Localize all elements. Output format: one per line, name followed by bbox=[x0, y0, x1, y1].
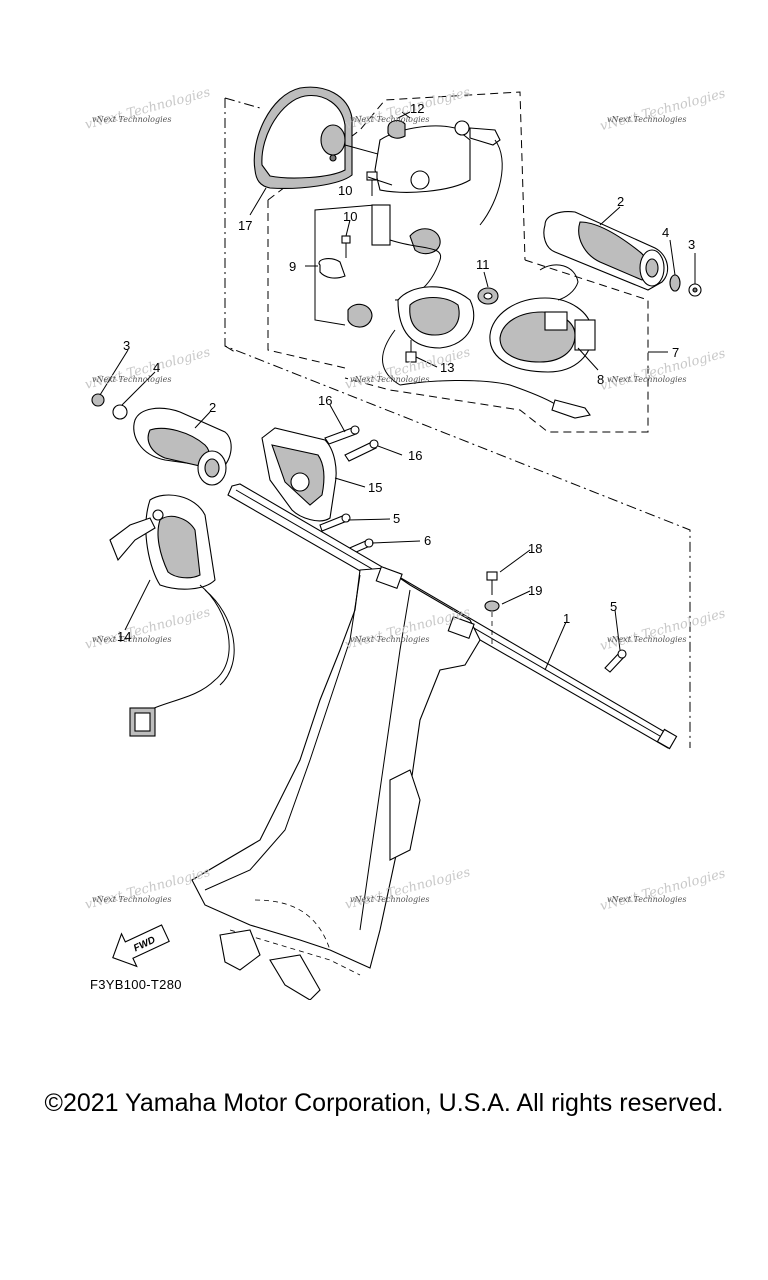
watermark-2: vNext Technologies bbox=[350, 115, 429, 124]
watermark-4: vNext Technologies bbox=[92, 375, 171, 384]
watermark-10: vNext Technologies bbox=[92, 895, 171, 904]
callout-16-lower: 16 bbox=[408, 448, 422, 463]
callout-1: 1 bbox=[563, 611, 570, 626]
bolt-washer-18-19 bbox=[484, 571, 500, 648]
svg-text:vNext Technologies: vNext Technologies bbox=[83, 605, 212, 653]
callout-9: 9 bbox=[289, 259, 296, 274]
callout-3-left: 3 bbox=[123, 338, 130, 353]
svg-text:vNext Technologies: vNext Technologies bbox=[343, 85, 472, 133]
watermark-11: vNext Technologies bbox=[350, 895, 429, 904]
switch-housing-top bbox=[374, 111, 471, 193]
callout-13: 13 bbox=[440, 360, 454, 375]
callout-2-right: 2 bbox=[617, 194, 624, 209]
callout-15: 15 bbox=[368, 480, 382, 495]
callout-4-right: 4 bbox=[662, 225, 669, 240]
grip-left-part-2 bbox=[91, 393, 232, 486]
steering-column bbox=[191, 566, 481, 1000]
callout-5-left: 5 bbox=[393, 511, 400, 526]
switch-assy-part-8 bbox=[489, 264, 596, 373]
cover-part-17 bbox=[249, 86, 401, 216]
callout-6: 6 bbox=[424, 533, 431, 548]
callout-8: 8 bbox=[597, 372, 604, 387]
watermark-12: vNext Technologies bbox=[607, 895, 686, 904]
callout-5-right: 5 bbox=[610, 599, 617, 614]
switch-bracket-part-9 bbox=[314, 204, 442, 328]
washer-bolt-right bbox=[669, 274, 702, 297]
watermark-8: vNext Technologies bbox=[350, 635, 429, 644]
callout-16-top: 16 bbox=[318, 393, 332, 408]
assembly-outline bbox=[224, 91, 691, 748]
svg-text:vNext Technologies: vNext Technologies bbox=[83, 345, 212, 393]
callout-labels: 12 2 3 4 10 10 17 9 11 7 13 8 3 4 2 16 1… bbox=[117, 101, 695, 644]
svg-text:vNext Technologies: vNext Technologies bbox=[83, 865, 212, 913]
callout-4-left: 4 bbox=[153, 360, 160, 375]
leader-lines bbox=[99, 111, 696, 671]
grommet-part-11 bbox=[477, 287, 499, 305]
lanyard-key bbox=[454, 120, 503, 226]
watermark-1: vNext Technologies bbox=[92, 115, 171, 124]
svg-text:vNext Technologies: vNext Technologies bbox=[599, 86, 728, 134]
svg-text:vNext Technologies: vNext Technologies bbox=[599, 346, 728, 394]
bolt-part-16 bbox=[324, 425, 379, 462]
diagram-reference-code: F3YB100-T280 bbox=[90, 977, 182, 992]
callout-12: 12 bbox=[410, 101, 424, 116]
fwd-arrow-icon: FWD bbox=[112, 924, 170, 968]
watermark-6: vNext Technologies bbox=[607, 375, 686, 384]
switch-housing-bottom bbox=[382, 286, 475, 386]
parts-diagram: vNext Technologies vNext Technologies vN… bbox=[83, 85, 728, 1000]
callout-3-right: 3 bbox=[688, 237, 695, 252]
callout-10-lower: 10 bbox=[343, 209, 357, 224]
grip-right-part-2 bbox=[543, 211, 669, 291]
callout-10-top: 10 bbox=[338, 183, 352, 198]
watermark-9: vNext Technologies bbox=[607, 635, 686, 644]
callout-7: 7 bbox=[672, 345, 679, 360]
copyright-notice: ©2021 Yamaha Motor Corporation, U.S.A. A… bbox=[44, 1089, 724, 1117]
watermark-5: vNext Technologies bbox=[350, 375, 429, 384]
callout-19: 19 bbox=[528, 583, 542, 598]
housing-part-15 bbox=[261, 427, 337, 522]
wire-harness-top bbox=[399, 379, 591, 419]
svg-text:vNext Technologies: vNext Technologies bbox=[83, 85, 212, 133]
callout-17: 17 bbox=[238, 218, 252, 233]
callout-2-left: 2 bbox=[209, 400, 216, 415]
watermark-3: vNext Technologies bbox=[607, 115, 686, 124]
watermark-7: vNext Technologies bbox=[92, 635, 171, 644]
callout-11: 11 bbox=[476, 257, 490, 272]
callout-18: 18 bbox=[528, 541, 542, 556]
svg-text:vNext Technologies: vNext Technologies bbox=[599, 866, 728, 914]
throttle-part-14 bbox=[109, 494, 235, 737]
callout-14: 14 bbox=[117, 629, 131, 644]
